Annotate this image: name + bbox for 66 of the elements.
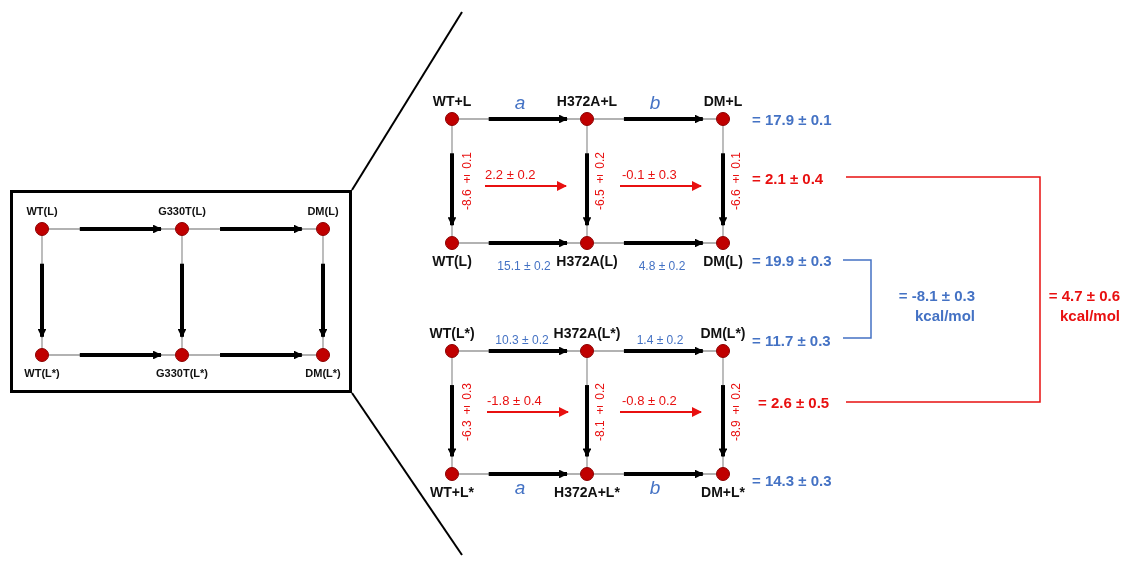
arrow [593,469,717,479]
arrow [593,238,717,248]
result-label: = 17.9 ± 0.1 [752,110,832,128]
arrow [593,114,717,124]
arrow [48,224,176,234]
inset-frame [10,190,352,393]
state-label: DM(L) [703,252,743,270]
edge-label: 1.4 ± 0.2 [636,333,684,347]
arrow [48,350,176,360]
arrow [37,235,47,349]
edge-label: -8.9 ± 0.2 [729,383,743,441]
state-label: H372A(L*) [553,324,621,342]
arrow [582,357,592,468]
result-label: = 2.6 ± 0.5 [758,393,830,411]
state-label: WT(L*) [429,324,475,342]
edge-label: a [514,477,526,499]
arrow [458,346,581,356]
arrow [177,235,187,349]
edge-label: 4.8 ± 0.2 [638,259,686,273]
state-label: G330T(L*) [156,366,208,381]
value-label: 2.2 ± 0.2 [485,166,536,182]
arrow [593,346,717,356]
result-label: = 11.7 ± 0.3 [752,331,831,349]
state-label: DM(L) [307,204,339,219]
arrow [188,350,317,360]
result-label: = 4.7 ± 0.6 kcal/mol [1047,286,1120,326]
state-label: WT(L*) [24,366,60,381]
state-label: G330T(L) [158,204,206,219]
state-label: WT+L [432,92,472,110]
result-label: = -8.1 ± 0.3 kcal/mol [897,286,975,326]
arrow [188,224,317,234]
state-label: DM+L [703,92,743,110]
state-label: DM(L*) [305,366,341,381]
arrow [458,238,581,248]
arrow [318,235,328,349]
state-label: WT(L) [26,204,58,219]
arrow [718,357,728,468]
value-label: -0.8 ± 0.2 [622,392,677,408]
edge-label: -8.6 ± 0.1 [460,152,474,210]
edge-label: b [649,92,661,114]
result-label: = 14.3 ± 0.3 [752,471,832,489]
edge-label: -8.1 ± 0.2 [593,383,607,441]
arrow [458,114,581,124]
state-label: WT(L) [432,252,472,270]
arrow [718,125,728,237]
value-label: -0.1 ± 0.3 [622,166,677,182]
state-label: H372A+L [556,92,618,110]
edge-label: b [649,477,661,499]
arrow [447,357,457,468]
state-label: WT+L* [430,483,474,501]
result-label: = 2.1 ± 0.4 [752,169,824,187]
value-label: -1.8 ± 0.4 [487,392,542,408]
edge-label: -6.3 ± 0.3 [460,383,474,441]
arrow [447,125,457,237]
state-label: DM(L*) [700,324,746,342]
edge-label: 10.3 ± 0.2 [495,333,549,347]
edge-label: -6.6 ± 0.1 [729,152,743,210]
edge-label: 15.1 ± 0.2 [497,259,551,273]
edge-label: -6.5 ± 0.2 [593,152,607,210]
edge-label: a [514,92,526,114]
arrow [582,125,592,237]
state-label: H372A+L* [554,483,620,501]
state-label: DM+L* [701,483,745,501]
state-label: H372A(L) [556,252,618,270]
arrow [458,469,581,479]
result-label: = 19.9 ± 0.3 [752,251,832,269]
